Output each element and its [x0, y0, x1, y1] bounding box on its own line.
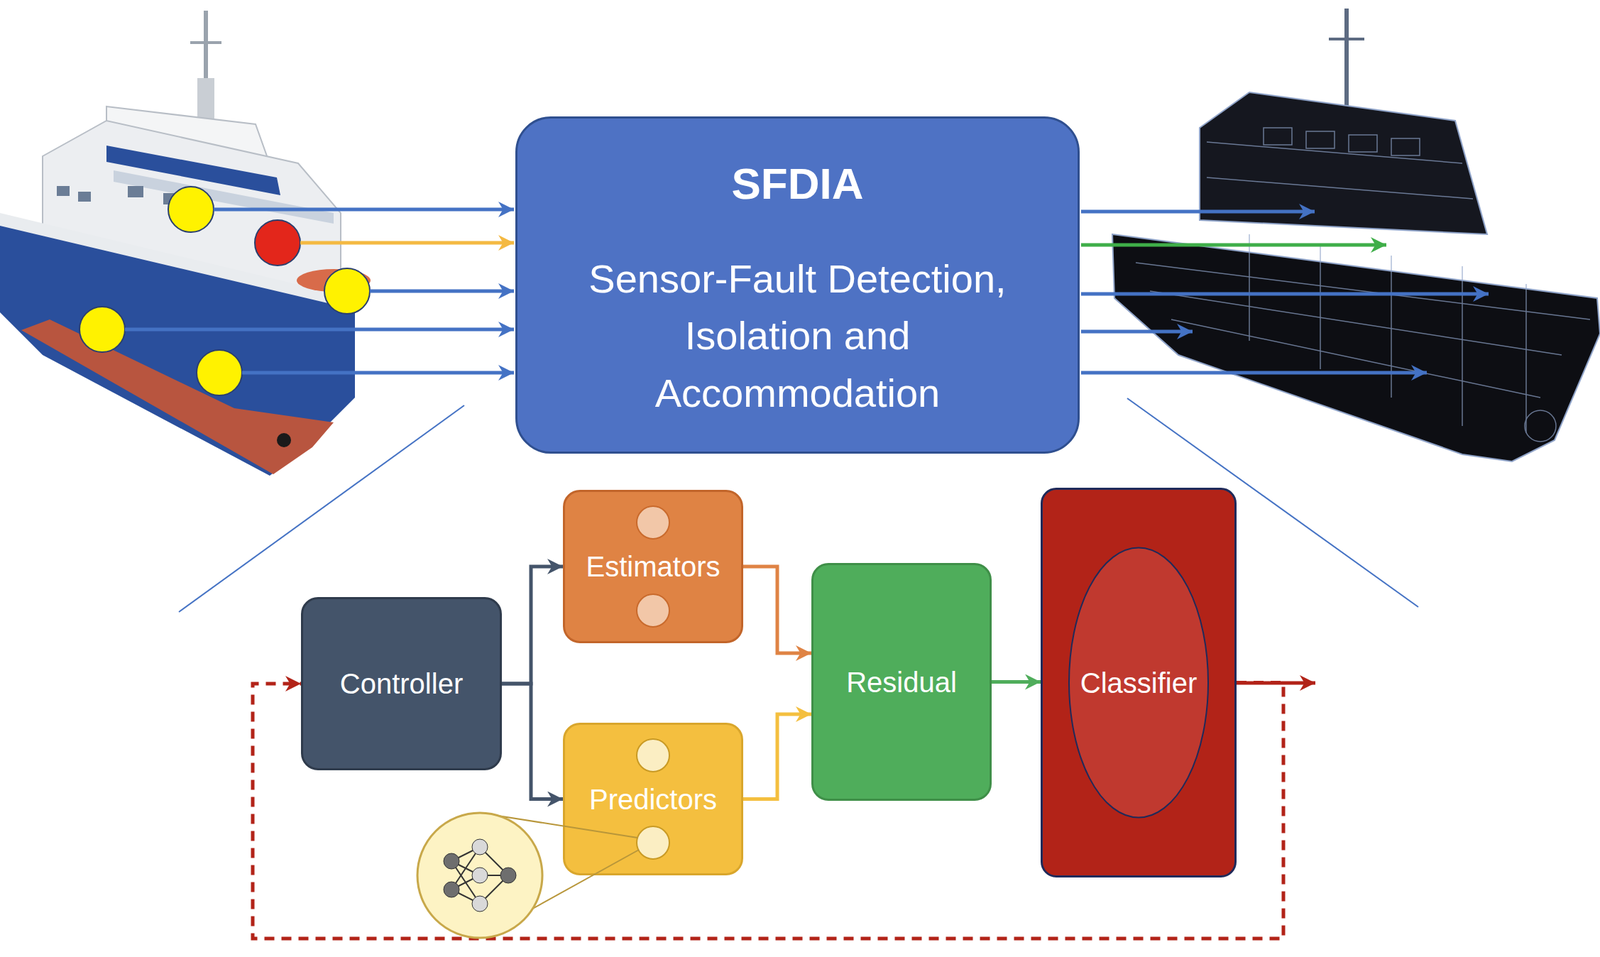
sensor-arrows	[124, 209, 514, 373]
box-label: Residual	[846, 665, 957, 700]
classifier-box: Classifier	[1040, 487, 1237, 878]
flow-connector	[743, 566, 812, 654]
flow-connector	[501, 683, 563, 800]
sfdia-box: SFDIA Sensor-Fault Detection, Isolation a…	[515, 116, 1080, 454]
unit-circle	[636, 594, 670, 627]
box-label: Controller	[340, 666, 463, 701]
flow-connector	[991, 680, 1041, 684]
predictors-box: Predictors	[562, 722, 744, 876]
box-description: Sensor-Fault Detection, Isolation and Ac…	[542, 250, 1054, 421]
digital-twin-illustration	[1112, 8, 1600, 462]
flow-connector	[501, 566, 563, 684]
box-label: SFDIA	[731, 157, 864, 211]
output-arrows	[1081, 211, 1489, 373]
unit-circle	[636, 826, 670, 859]
unit-circle	[636, 738, 670, 772]
box-label: Classifier	[1080, 665, 1197, 700]
classifier-ellipse-shape	[1069, 548, 1209, 818]
unit-circle	[636, 506, 670, 539]
residual-box: Residual	[811, 562, 992, 801]
controller-box: Controller	[300, 596, 502, 771]
flow-connector	[743, 714, 812, 800]
box-label: Predictors	[589, 782, 717, 817]
estimators-box: Estimators	[562, 489, 744, 644]
box-label: Estimators	[586, 549, 721, 584]
